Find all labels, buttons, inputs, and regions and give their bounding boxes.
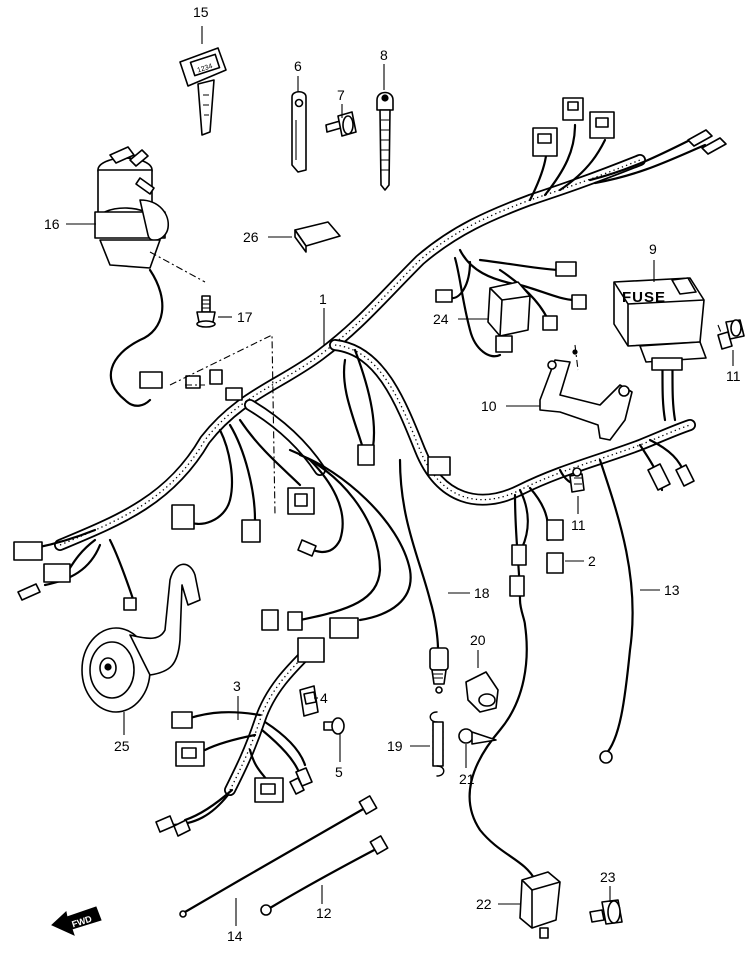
- part-10-bracket: [539, 349, 633, 441]
- part-24-relay: [487, 281, 531, 353]
- part-18-switch: [429, 647, 449, 694]
- part-15-key: 1234: [179, 47, 227, 136]
- connector-far-left-b: [43, 563, 71, 583]
- key-tag-text: 1234: [196, 63, 213, 75]
- part-11-bolt-upper: [717, 319, 745, 350]
- callout-19: 19: [387, 738, 403, 754]
- callout-12: 12: [316, 905, 332, 921]
- connector-right-c: [509, 575, 525, 597]
- callout-numbers: 15 6 7 8 9 11 16 17 26 1 24 10 11 2 13 1…: [44, 4, 741, 944]
- part-26-pad: [294, 221, 341, 253]
- callout-6: 6: [294, 58, 302, 74]
- callout-2: 2: [588, 553, 596, 569]
- connector-top-b-pin: [595, 117, 609, 128]
- connector-lower-c: [287, 611, 303, 631]
- connector-upper-b: [209, 369, 223, 385]
- part-21-screw: [458, 728, 497, 745]
- connector-right-e: [675, 464, 695, 487]
- part-22-sensor: [519, 871, 561, 939]
- callout-4: 4: [320, 690, 328, 706]
- callout-1: 1: [319, 291, 327, 307]
- part-3-sub-harness: [155, 637, 325, 837]
- callout-17: 17: [237, 309, 253, 325]
- connector-mid-c: [571, 294, 587, 310]
- connector-left-b: [241, 519, 261, 543]
- connector-center-b: [427, 456, 451, 476]
- callout-7: 7: [337, 87, 345, 103]
- connector-lower-a: [329, 617, 359, 639]
- callout-25: 25: [114, 738, 130, 754]
- part-4-clip: [299, 685, 319, 717]
- main-wiring-harness: [33, 123, 707, 882]
- connector-left-c: [297, 539, 317, 557]
- connector-far-left-c: [17, 583, 41, 601]
- connector-top-c-pin: [537, 133, 552, 144]
- bullet-connector-a: [687, 129, 713, 147]
- part-5-screw: [323, 717, 345, 735]
- fwd-direction-arrow: FWD: [51, 906, 102, 936]
- callout-11-lower: 11: [571, 517, 586, 533]
- part-23-bolt: [589, 899, 623, 925]
- callout-8: 8: [380, 47, 388, 63]
- connector-center-c: [287, 487, 315, 515]
- callout-26: 26: [243, 229, 259, 245]
- connector-mid-a: [555, 261, 577, 277]
- connector-center-c-pin: [294, 493, 308, 507]
- part-20-bracket: [465, 671, 499, 713]
- ignition-connector: [139, 371, 163, 389]
- callout-9: 9: [649, 241, 657, 257]
- connector-lower-b: [261, 609, 279, 631]
- reference-lines: [149, 251, 725, 516]
- callout-5: 5: [335, 764, 343, 780]
- part-2-connector: [546, 552, 564, 574]
- connector-upper-c: [225, 387, 243, 401]
- connector-mid-d: [542, 315, 558, 331]
- ring-terminal-13: [599, 750, 613, 764]
- connector-left-a: [171, 504, 195, 530]
- callout-16: 16: [44, 216, 60, 232]
- connector-top-a-pin: [567, 101, 579, 111]
- connector-center-a: [357, 444, 375, 466]
- part-8-cable-tie: [376, 91, 394, 191]
- part-9-fuse-box: FUSE: [613, 277, 707, 371]
- connector-mid-b: [435, 289, 453, 303]
- part-25-horn: [81, 563, 201, 713]
- leader-lines: [66, 26, 734, 926]
- connector-right-d: [647, 463, 671, 491]
- callout-24: 24: [433, 311, 449, 327]
- part-12-lead: [260, 835, 389, 916]
- part-6-bracket: [291, 90, 307, 173]
- callout-11-upper: 11: [726, 368, 741, 384]
- harness-connectors: [13, 97, 727, 764]
- part-19-spring: [429, 711, 445, 777]
- callout-18: 18: [474, 585, 490, 601]
- part-11-bolt-lower: [569, 467, 585, 493]
- callout-3: 3: [233, 678, 241, 694]
- callout-15: 15: [193, 4, 209, 20]
- callout-13: 13: [664, 582, 680, 598]
- callout-20: 20: [470, 632, 486, 648]
- callout-21: 21: [459, 771, 475, 787]
- part-14-lead: [179, 795, 378, 918]
- callout-23: 23: [600, 869, 616, 885]
- bullet-connector-b: [701, 137, 727, 155]
- connector-far-left-a: [13, 541, 43, 561]
- connector-horn-lead: [123, 597, 137, 611]
- callout-22: 22: [476, 896, 492, 912]
- part-16-ignition-switch: [94, 146, 169, 269]
- fuse-label: FUSE: [622, 289, 666, 306]
- connector-right-a: [546, 519, 564, 541]
- part-7-bolt: [325, 111, 357, 137]
- callout-10: 10: [481, 398, 497, 414]
- connector-right-b: [511, 544, 527, 566]
- connector-upper-a: [185, 375, 201, 389]
- callout-14: 14: [227, 928, 243, 944]
- part-17-screw: [196, 295, 216, 328]
